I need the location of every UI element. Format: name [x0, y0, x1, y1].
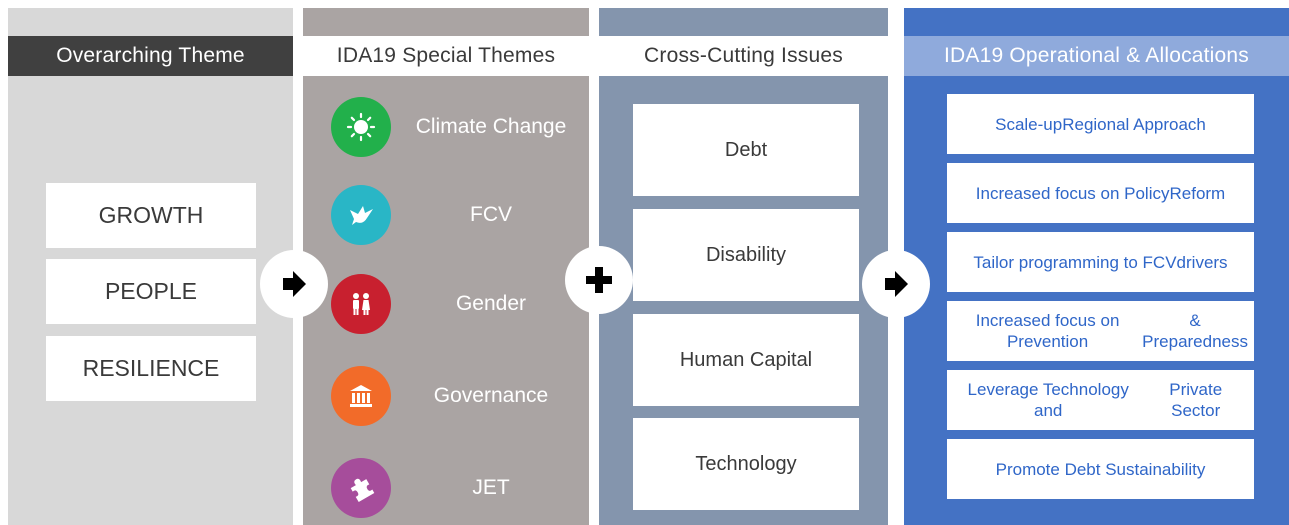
operational-item-line: Tailor programming to FCV	[973, 252, 1177, 272]
special-theme-fcv: FCV	[331, 185, 581, 247]
special-themes-column: IDA19 Special Themes Climate Change FCV	[303, 8, 589, 525]
special-theme-label: Gender	[455, 292, 527, 315]
operational-item-line: Private Sector	[1169, 380, 1223, 420]
special-theme-label: Governance	[433, 384, 549, 407]
operational-item: Increased focus on Prevention & Prepared…	[947, 301, 1254, 361]
operational-item-line: Reform	[1169, 183, 1226, 203]
people-icon	[331, 274, 391, 334]
special-theme-label: Climate Change	[415, 115, 567, 138]
overarching-theme-column: Overarching Theme GROWTH PEOPLE RESILIEN…	[8, 8, 293, 525]
cross-cutting-header: Cross-Cutting Issues	[599, 36, 888, 76]
operational-item-line: Regional Approach	[1062, 114, 1206, 134]
issue-technology: Technology	[633, 418, 859, 510]
theme-people: PEOPLE	[46, 259, 256, 324]
theme-resilience: RESILIENCE	[46, 336, 256, 401]
operational-item: Increased focus on Policy Reform	[947, 163, 1254, 223]
arrow-icon	[260, 250, 328, 318]
operational-header: IDA19 Operational & Allocations	[904, 36, 1289, 76]
building-icon	[331, 366, 391, 426]
dove-icon	[331, 185, 391, 245]
special-theme-label: JET	[472, 476, 510, 499]
operational-item-line: Increased focus on Policy	[975, 183, 1170, 203]
special-theme-gender: Gender	[331, 274, 581, 336]
operational-item-line: Leverage Technology and	[967, 380, 1129, 420]
arrow-icon	[862, 250, 930, 318]
issue-disability: Disability	[633, 209, 859, 301]
special-theme-jet: JET	[331, 458, 581, 520]
operational-column: IDA19 Operational & Allocations Scale-up…	[904, 8, 1289, 525]
theme-growth: GROWTH	[46, 183, 256, 248]
operational-item-line: & Preparedness	[1142, 311, 1248, 351]
operational-item: Scale-up Regional Approach	[947, 94, 1254, 154]
issue-debt: Debt	[633, 104, 859, 196]
special-theme-governance: Governance	[331, 366, 581, 428]
plus-icon	[565, 246, 633, 314]
operational-item: Leverage Technology and Private Sector	[947, 370, 1254, 430]
operational-item-line: Scale-up	[995, 114, 1063, 134]
special-themes-header: IDA19 Special Themes	[303, 36, 589, 76]
operational-item-line: Promote Debt Sustainability	[995, 459, 1206, 479]
overarching-theme-header: Overarching Theme	[8, 36, 293, 76]
operational-item-line: Increased focus on Prevention	[975, 311, 1120, 351]
cross-cutting-column: Cross-Cutting Issues Debt Disability Hum…	[599, 8, 888, 525]
operational-item-line: drivers	[1176, 252, 1228, 272]
operational-item: Promote Debt Sustainability	[947, 439, 1254, 499]
special-theme-label: FCV	[470, 203, 512, 226]
special-theme-climate-change: Climate Change	[331, 97, 581, 159]
puzzle-icon	[331, 458, 391, 518]
issue-human-capital: Human Capital	[633, 314, 859, 406]
operational-item: Tailor programming to FCV drivers	[947, 232, 1254, 292]
sun-icon	[331, 97, 391, 157]
